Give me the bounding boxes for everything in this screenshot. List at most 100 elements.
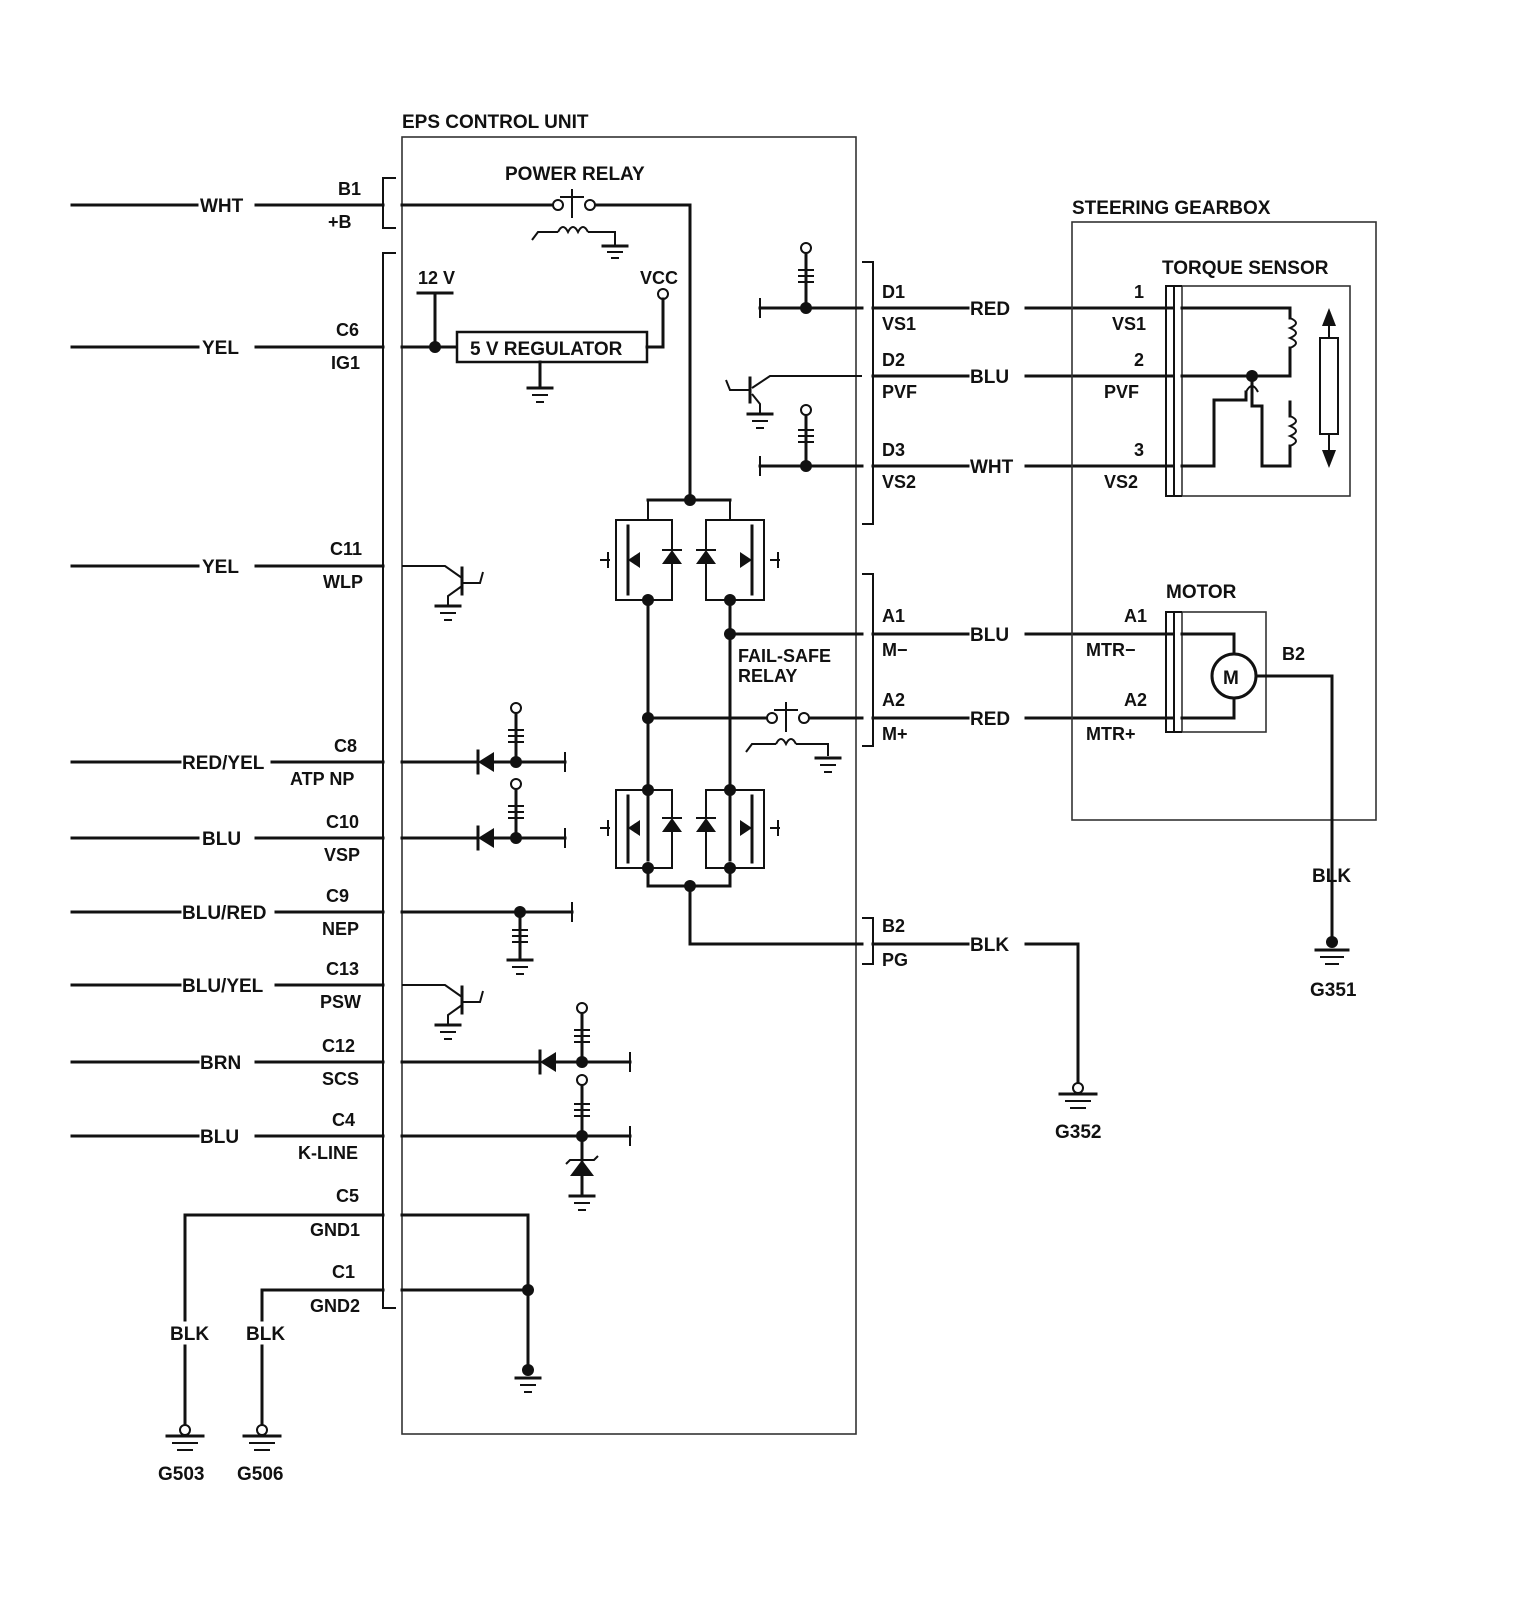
wire-a2: A2 M+ RED A2 MTR+ (871, 690, 1174, 744)
svg-text:A1: A1 (1124, 606, 1147, 626)
internal-ground (400, 1213, 542, 1393)
psw-transistor (402, 984, 484, 1040)
svg-text:C5: C5 (336, 1186, 359, 1206)
svg-text:PG: PG (882, 950, 908, 970)
nep-input-circuit (400, 902, 574, 975)
svg-text:B1: B1 (338, 179, 361, 199)
svg-text:C10: C10 (326, 812, 359, 832)
wire-c10: BLU C10 VSP (70, 812, 385, 865)
svg-text:BLU/RED: BLU/RED (182, 903, 266, 924)
svg-text:3: 3 (1134, 440, 1144, 460)
svg-text:YEL: YEL (202, 338, 239, 359)
svg-text:BLK: BLK (970, 935, 1009, 956)
svg-text:C12: C12 (322, 1036, 355, 1056)
svg-text:C6: C6 (336, 320, 359, 340)
svg-text:BLU: BLU (202, 829, 241, 850)
svg-text:MTR+: MTR+ (1086, 724, 1136, 744)
connector-a-bracket (862, 573, 874, 747)
svg-text:B2: B2 (1282, 644, 1305, 664)
connector-b2-bracket (862, 917, 874, 965)
svg-text:C9: C9 (326, 886, 349, 906)
vsp-input-circuit (400, 778, 567, 851)
svg-text:G506: G506 (237, 1464, 283, 1485)
wire-d3: D3 VS2 WHT 3 VS2 (871, 440, 1174, 492)
svg-text:BLK: BLK (170, 1324, 209, 1345)
svg-text:M: M (1223, 668, 1239, 689)
svg-text:C4: C4 (332, 1110, 355, 1130)
svg-text:D2: D2 (882, 350, 905, 370)
svg-text:A2: A2 (882, 690, 905, 710)
wire-c13: BLU/YEL C13 PSW (70, 959, 385, 1012)
k-line-circuit (400, 1074, 632, 1211)
svg-text:ATP NP: ATP NP (290, 769, 354, 789)
svg-text:M−: M− (882, 640, 908, 660)
svg-text:RED: RED (970, 709, 1010, 730)
svg-text:1: 1 (1134, 282, 1144, 302)
eps-control-unit-box (401, 136, 857, 1435)
svg-text:C1: C1 (332, 1262, 355, 1282)
5v-regulator-box (455, 330, 649, 364)
wire-d2: D2 PVF BLU 2 PVF (871, 350, 1174, 402)
svg-text:RELAY: RELAY (738, 666, 797, 686)
svg-text:2: 2 (1134, 350, 1144, 370)
svg-text:VS1: VS1 (882, 314, 916, 334)
svg-text:VSP: VSP (324, 845, 360, 865)
svg-text:VS2: VS2 (882, 472, 916, 492)
svg-text:G503: G503 (158, 1464, 204, 1485)
svg-text:WLP: WLP (323, 572, 363, 592)
svg-text:M+: M+ (882, 724, 908, 744)
svg-text:RED: RED (970, 299, 1010, 320)
svg-text:PVF: PVF (1104, 382, 1139, 402)
wire-b2-pg: B2 PG BLK G352 (871, 916, 1101, 1143)
motor-ground-wire: BLK G351 (1310, 866, 1357, 1001)
wire-c12: BRN C12 SCS (70, 1036, 385, 1089)
svg-text:RED/YEL: RED/YEL (182, 753, 265, 774)
svg-text:NEP: NEP (322, 919, 359, 939)
motor: MOTOR M B2 (1165, 582, 1334, 942)
svg-text:POWER RELAY: POWER RELAY (505, 164, 645, 185)
svg-text:5 V REGULATOR: 5 V REGULATOR (470, 339, 623, 360)
scs-input-circuit (400, 1002, 632, 1075)
wlp-transistor (402, 565, 484, 621)
svg-text:D3: D3 (882, 440, 905, 460)
svg-text:PVF: PVF (882, 382, 917, 402)
svg-text:VS2: VS2 (1104, 472, 1138, 492)
svg-text:MOTOR: MOTOR (1166, 582, 1237, 603)
svg-text:VS1: VS1 (1112, 314, 1146, 334)
svg-text:WHT: WHT (200, 196, 244, 217)
svg-text:12 V: 12 V (418, 268, 455, 288)
svg-text:TORQUE SENSOR: TORQUE SENSOR (1162, 258, 1329, 279)
wire-c6: YEL C6 IG1 (70, 320, 385, 373)
svg-text:BLU: BLU (970, 625, 1009, 646)
svg-text:BRN: BRN (200, 1053, 241, 1074)
wire-a1: A1 M− BLU A1 MTR− (871, 606, 1174, 660)
pvf-interface-circuit (725, 375, 862, 429)
connector-d-bracket (862, 261, 874, 525)
svg-text:C8: C8 (334, 736, 357, 756)
wire-c8: RED/YEL C8 ATP NP (70, 736, 385, 789)
svg-text:+B: +B (328, 212, 352, 232)
svg-text:SCS: SCS (322, 1069, 359, 1089)
wire-d1: D1 VS1 RED 1 VS1 (871, 282, 1174, 334)
wire-c4: BLU C4 K-LINE (70, 1110, 385, 1163)
svg-text:FAIL-SAFE: FAIL-SAFE (738, 646, 831, 666)
svg-text:GND2: GND2 (310, 1296, 360, 1316)
wire-c11: YEL C11 WLP (70, 539, 385, 592)
svg-text:G352: G352 (1055, 1122, 1101, 1143)
atp-np-input-circuit (400, 702, 567, 775)
svg-text:BLU/YEL: BLU/YEL (182, 976, 264, 997)
svg-text:PSW: PSW (320, 992, 361, 1012)
svg-text:GND1: GND1 (310, 1220, 360, 1240)
regulator-circuit: 12 V VCC 5 V REGULATOR (400, 268, 678, 403)
svg-text:BLU: BLU (970, 367, 1009, 388)
svg-text:C11: C11 (330, 539, 362, 559)
wire-c9: BLU/RED C9 NEP (70, 886, 385, 939)
svg-text:VCC: VCC (640, 268, 678, 288)
svg-text:WHT: WHT (970, 457, 1014, 478)
steering-gearbox-title: STEERING GEARBOX (1072, 198, 1271, 219)
eps-control-unit-title: EPS CONTROL UNIT (402, 112, 589, 133)
svg-text:G351: G351 (1310, 980, 1357, 1001)
svg-text:D1: D1 (882, 282, 905, 302)
svg-text:C13: C13 (326, 959, 359, 979)
